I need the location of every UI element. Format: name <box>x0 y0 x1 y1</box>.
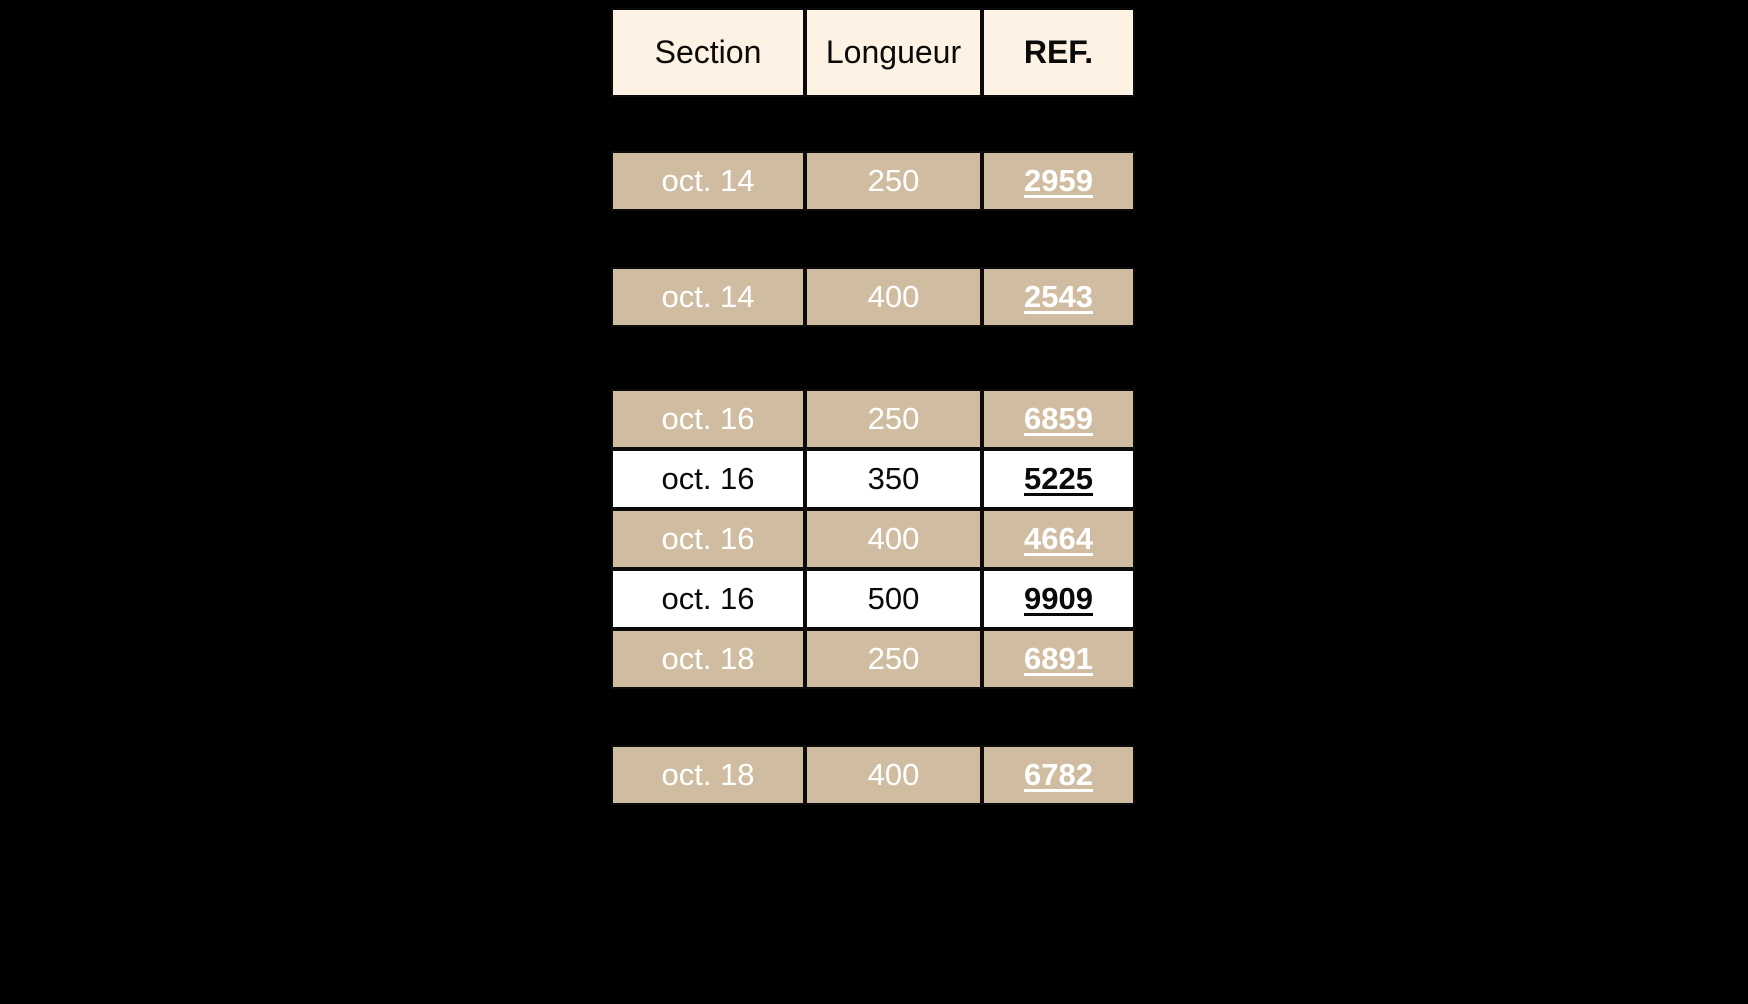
row-3-0-section-cell: oct. 18 <box>611 745 805 805</box>
spacer-cell <box>611 689 1135 745</box>
row-2-2-longueur-cell: 400 <box>805 509 982 569</box>
row-3-0-longueur-cell: 400 <box>805 745 982 805</box>
row-2-4-section-cell: oct. 18 <box>611 629 805 689</box>
row-2-3-ref-cell[interactable]: 9909 <box>982 569 1135 629</box>
row-2-1-section-cell: oct. 16 <box>611 449 805 509</box>
row-3-0-ref-cell[interactable]: 6782 <box>982 745 1135 805</box>
row-group-spacer <box>611 97 1135 151</box>
row-2-0-longueur-cell: 250 <box>805 389 982 449</box>
row-2-3-section-cell: oct. 16 <box>611 569 805 629</box>
row-0-0-ref-cell[interactable]: 2959 <box>982 151 1135 211</box>
row-2-0-ref-cell[interactable]: 6859 <box>982 389 1135 449</box>
row-1-0-longueur-cell: 400 <box>805 267 982 327</box>
row-2-0-section-cell: oct. 16 <box>611 389 805 449</box>
column-header-longueur[interactable]: Longueur <box>805 8 982 97</box>
spacer-cell <box>611 97 1135 151</box>
row-2-1-ref-cell[interactable]: 5225 <box>982 449 1135 509</box>
row-1-0-ref-cell[interactable]: 2543 <box>982 267 1135 327</box>
row-2-3-longueur-cell: 500 <box>805 569 982 629</box>
column-header-section[interactable]: Section <box>611 8 805 97</box>
column-header-ref[interactable]: REF. <box>982 8 1135 97</box>
row-0-0-section-cell: oct. 14 <box>611 151 805 211</box>
row-group-spacer <box>611 211 1135 267</box>
row-group-spacer <box>611 689 1135 745</box>
row-2-2-section-cell: oct. 16 <box>611 509 805 569</box>
row-2-2-ref-cell[interactable]: 4664 <box>982 509 1135 569</box>
spacer-cell <box>611 327 1135 389</box>
row-0-0-longueur-cell: 250 <box>805 151 982 211</box>
row-2-4-ref-cell[interactable]: 6891 <box>982 629 1135 689</box>
row-group-spacer <box>611 327 1135 389</box>
row-2-4-longueur-cell: 250 <box>805 629 982 689</box>
row-1-0-section-cell: oct. 14 <box>611 267 805 327</box>
spacer-cell <box>611 211 1135 267</box>
row-2-1-longueur-cell: 350 <box>805 449 982 509</box>
